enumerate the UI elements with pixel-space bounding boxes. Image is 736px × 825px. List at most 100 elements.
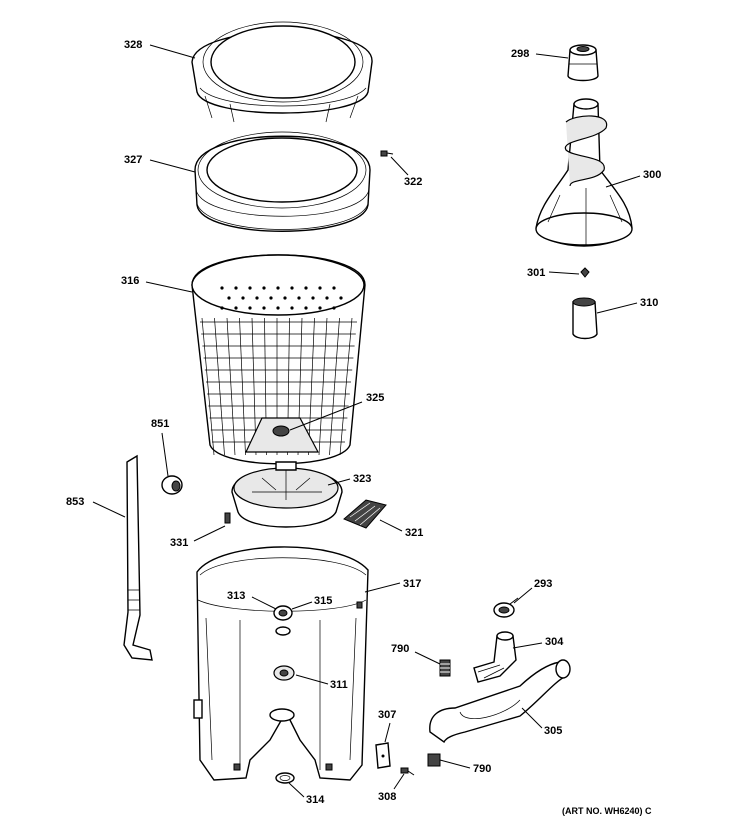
- part-connector-851: [161, 475, 183, 495]
- basket-perforation: [290, 286, 294, 290]
- callout-307: 307: [378, 709, 396, 721]
- basket-rib: [226, 317, 236, 456]
- basket-perforation: [234, 306, 238, 310]
- basket-perforation: [325, 296, 329, 300]
- basket-perforation: [283, 296, 287, 300]
- part-ring-314: [275, 772, 295, 784]
- leader-307: [384, 722, 391, 743]
- leader-313: [251, 596, 277, 610]
- part-drain-hose-305: [429, 659, 571, 744]
- callout-310: 310: [640, 297, 658, 309]
- callout-315: 315: [314, 595, 332, 607]
- part-outer-tub: [193, 546, 369, 781]
- leader-851: [161, 432, 169, 477]
- leader-293: [513, 587, 533, 604]
- basket-rib: [318, 317, 328, 456]
- callout-300: 300: [643, 169, 661, 181]
- basket-perforation: [339, 296, 343, 300]
- part-coupling-310: [572, 297, 598, 340]
- basket-perforation: [269, 296, 273, 300]
- basket-rib: [214, 317, 225, 456]
- callout-328: 328: [124, 39, 142, 51]
- part-bearing-311: [273, 665, 295, 681]
- leader-304: [512, 642, 543, 649]
- basket-perforation: [332, 286, 336, 290]
- callout-305: 305: [544, 725, 562, 737]
- basket-perforation: [290, 306, 294, 310]
- basket-rib: [339, 317, 353, 456]
- callout-317: 317: [403, 578, 421, 590]
- basket-perforation: [241, 296, 245, 300]
- leader-316: [145, 281, 193, 293]
- basket-perforation: [255, 296, 259, 300]
- leader-310: [596, 302, 638, 314]
- leader-305: [521, 707, 543, 729]
- callout-790b: 790: [473, 763, 491, 775]
- basket-rib: [239, 317, 246, 456]
- part-seal-313: [273, 605, 293, 621]
- part-hub-323: [231, 461, 343, 528]
- basket-perforation: [262, 306, 266, 310]
- callout-308: 308: [378, 791, 396, 803]
- leader-322: [390, 156, 409, 176]
- callout-853: 853: [66, 496, 84, 508]
- callout-322: 322: [404, 176, 422, 188]
- callout-325: 325: [366, 392, 384, 404]
- callout-313: 313: [227, 590, 245, 602]
- part-screw-322: [380, 150, 394, 157]
- callout-304: 304: [545, 636, 564, 648]
- leader-331: [193, 525, 226, 542]
- basket-perforation: [248, 306, 252, 310]
- callout-316: 316: [121, 275, 139, 287]
- part-hose-304: [473, 631, 517, 683]
- basket-perforation: [332, 306, 336, 310]
- callout-331: 331: [170, 537, 188, 549]
- callout-311: 311: [330, 679, 348, 691]
- leader-325: [289, 401, 363, 431]
- leader-327: [149, 159, 196, 173]
- leader-853: [92, 501, 126, 518]
- part-bracket-307: [375, 742, 391, 769]
- basket-perforation: [262, 286, 266, 290]
- part-clamp-790b: [427, 753, 441, 767]
- leader-300: [605, 175, 641, 188]
- basket-perforation: [276, 286, 280, 290]
- basket-perforation: [304, 306, 308, 310]
- basket-perforation: [318, 306, 322, 310]
- leader-790a: [414, 651, 441, 665]
- leader-323: [327, 478, 351, 486]
- leader-315: [291, 601, 313, 610]
- callout-314: 314: [306, 794, 325, 806]
- basket-perforation: [304, 286, 308, 290]
- callout-301: 301: [527, 267, 545, 279]
- part-pad-321: [343, 499, 387, 529]
- basket-rib: [201, 317, 215, 456]
- part-clamp-790a: [439, 659, 451, 677]
- basket-perforation: [227, 296, 231, 300]
- leader-308: [393, 773, 405, 790]
- part-tub-cover: [191, 21, 373, 123]
- leader-321: [379, 519, 403, 532]
- basket-rib: [329, 317, 340, 456]
- basket-perforation: [276, 306, 280, 310]
- part-basket: [191, 254, 366, 465]
- part-balance-ring: [194, 131, 371, 232]
- callout-851: 851: [151, 418, 169, 430]
- basket-perforation: [220, 286, 224, 290]
- callout-321: 321: [405, 527, 423, 539]
- part-agitator-cap-298: [567, 44, 599, 82]
- basket-perforation: [248, 286, 252, 290]
- basket-rib: [308, 317, 315, 456]
- callout-298: 298: [511, 48, 529, 60]
- basket-perforation: [220, 306, 224, 310]
- art-number: (ART NO. WH6240) C: [562, 806, 652, 816]
- basket-perforation: [297, 296, 301, 300]
- leader-298: [535, 53, 569, 59]
- part-washer-315: [275, 626, 291, 636]
- callout-327: 327: [124, 154, 142, 166]
- part-screw-331: [224, 512, 231, 524]
- part-screw-308: [400, 767, 415, 776]
- part-301: [580, 267, 590, 278]
- callout-293: 293: [534, 578, 552, 590]
